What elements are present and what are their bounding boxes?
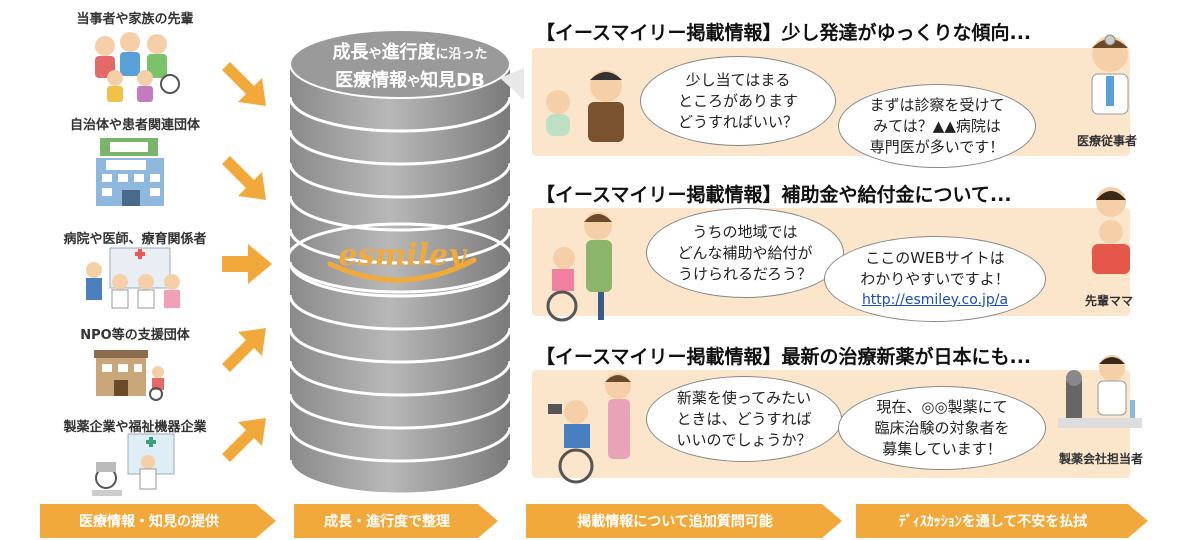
answer-line: まずは診察を受けて <box>869 95 1005 114</box>
question-line: 少し当てはまる <box>685 70 791 89</box>
db-title-medical-info: 医療情報 <box>335 70 408 91</box>
db-title-ya2: や <box>407 75 421 90</box>
source-label-hospital: 病院や医師、療育関係者 <box>63 232 207 247</box>
database-disk-rim <box>288 327 512 364</box>
source-label-pharma: 製薬企業や福祉機器企業 <box>63 420 207 435</box>
question-line: いいのでしょうか？ <box>676 430 812 449</box>
role-label-senior-mom: 先輩ママ <box>1084 294 1133 308</box>
npo-facility-icon <box>94 350 164 401</box>
answer-line: 専門医が多いです！ <box>869 137 1005 156</box>
database-disk-rim <box>288 360 512 397</box>
answer-bubble-new-drug: 現在、◎◎製薬にて 臨床治験の対象者を 募集しています！ <box>838 386 1046 470</box>
db-title-progress: 進行度 <box>381 42 436 63</box>
source-label-municipality: 自治体や患者関連団体 <box>69 118 200 133</box>
answer-line: 募集しています！ <box>882 439 1002 458</box>
panel-title-subsidy: 【イースマイリー掲載情報】補助金や給付金について... <box>536 184 1012 206</box>
database-cylinder <box>286 29 514 496</box>
db-title-growth: 成長 <box>332 42 369 63</box>
source-label-npo: NPO等の支援団体 <box>80 328 190 343</box>
step-provide-info: 医療情報・知見の提供 <box>40 504 276 538</box>
answer-line: ここのWEBサイトは <box>865 248 1005 267</box>
step-follow-up-questions: 掲載情報について追加質問可能 <box>526 504 842 538</box>
database-disk-rim <box>288 393 512 430</box>
db-title-ya: や <box>368 47 382 62</box>
pointer-icon <box>500 68 524 100</box>
parent-with-baby-icon <box>546 70 624 142</box>
question-line: ところがあります <box>677 91 798 110</box>
database-left-arrow <box>500 64 524 104</box>
arrow-right-down-icon <box>222 62 266 106</box>
esmiley-link[interactable]: http://esmiley.co.jp/a <box>861 291 1009 308</box>
question-line: うちの地域では <box>692 222 798 241</box>
answer-bubble-development: まずは診察を受けて みては？▲▲病院は 専門医が多いです！ <box>838 84 1036 168</box>
step-discussion: ﾃﾞｨｽｶｯｼｮﾝを通して不安を払拭 <box>856 504 1148 538</box>
database-disk-rim <box>288 261 512 298</box>
question-line: 新薬を使ってみたい <box>676 388 812 407</box>
question-line: うけられるだろう？ <box>677 264 813 283</box>
database-title: 成長や進行度に沿った 医療情報や知見DB <box>300 40 520 96</box>
answer-line: みては？▲▲病院は <box>873 116 1001 135</box>
database-disk-rim <box>288 96 512 133</box>
answer-line: 臨床治験の対象者を <box>874 418 1010 437</box>
answer-line: わかりやすいですよ！ <box>860 269 1010 288</box>
mother-wheelchair-boy-icon <box>548 373 631 484</box>
arrow-right-down-icon <box>222 156 266 200</box>
source-label-family: 当事者や家族の先輩 <box>76 12 194 27</box>
smile-curve-icon <box>327 257 477 283</box>
city-hall-icon <box>96 138 164 206</box>
answer-bubble-subsidy: ここのWEBサイトは わかりやすいですよ！ http://esmiley.co.… <box>824 236 1046 322</box>
role-label-pharma-rep: 製薬会社担当者 <box>1058 452 1143 466</box>
panel-title-new-drug: 【イースマイリー掲載情報】最新の治療新薬が日本にも... <box>536 346 1032 368</box>
database-disk-rim <box>288 294 512 331</box>
question-line: どうすればいい？ <box>677 112 798 131</box>
doctor-icon <box>1091 34 1129 115</box>
esmiley-logo: esmiley <box>322 234 482 294</box>
arrow-right-up-icon <box>222 418 266 462</box>
esmiley-logo-text: esmiley <box>338 238 466 273</box>
arrow-right-icon <box>222 244 272 284</box>
answer-line: 現在、◎◎製薬にて <box>876 397 1008 416</box>
role-label-medical: 医療従事者 <box>1076 134 1137 148</box>
database-disk-rim <box>288 195 512 232</box>
database-disk-rim <box>288 228 512 265</box>
database-disk-rim <box>288 162 512 199</box>
hospital-doctors-icon <box>86 247 180 309</box>
database-disk-rim <box>288 129 512 166</box>
panel-title-development: 【イースマイリー掲載情報】少し発達がゆっくりな傾向... <box>536 22 1032 44</box>
db-title-along: に沿った <box>435 47 488 62</box>
question-line: どんな補助や給付が <box>677 243 813 262</box>
database-disk-rim <box>288 459 512 496</box>
question-bubble-new-drug: 新薬を使ってみたい ときは、どうすれば いいのでしょうか？ <box>646 376 842 462</box>
lab-researcher-icon <box>1058 355 1142 428</box>
arrow-right-up-icon <box>222 328 266 372</box>
question-bubble-subsidy: うちの地域では どんな補助や給付が うけられるだろう？ <box>646 208 844 298</box>
family-group-icon <box>95 32 180 102</box>
database-disk-rim <box>288 426 512 463</box>
step-organize: 成長・進行度で整理 <box>294 504 498 538</box>
question-bubble-development: 少し当てはまる ところがあります どうすればいい？ <box>640 56 836 146</box>
pharma-company-icon <box>92 433 175 496</box>
senior-mom-icon <box>1092 187 1130 274</box>
mother-wheelchair-child-icon <box>546 212 612 322</box>
db-title-knowledge-db: 知見DB <box>420 70 485 91</box>
question-line: ときは、どうすれば <box>676 409 812 428</box>
